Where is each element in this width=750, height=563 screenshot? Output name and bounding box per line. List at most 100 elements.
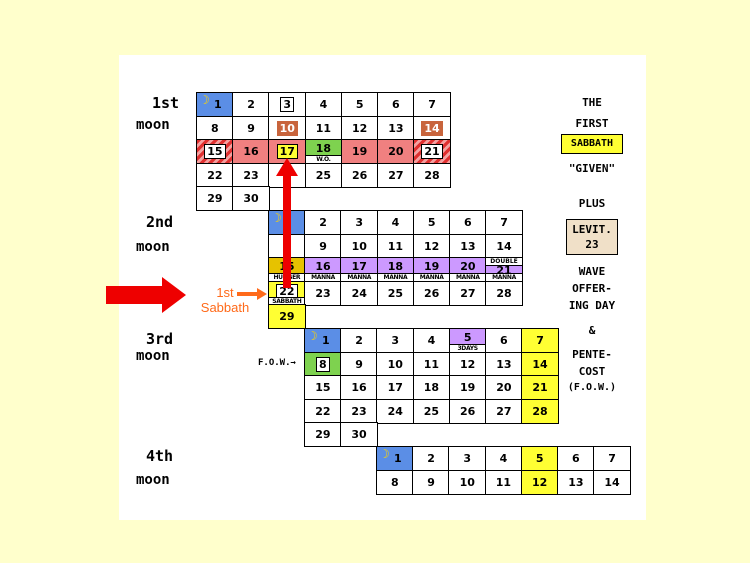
legend-fow: (F.O.W.): [567, 382, 617, 393]
crescent-moon-icon: ☽: [271, 211, 282, 225]
day-number: 8: [391, 475, 399, 489]
day-number: 7: [428, 98, 436, 112]
moon4-day-5: 5: [520, 446, 559, 472]
moon2-day-9: 9: [304, 233, 342, 259]
crescent-moon-icon: ☽: [199, 93, 210, 107]
moon3-day-18: 18: [412, 375, 451, 401]
day-number: 13: [388, 121, 404, 135]
moon1-day-2: 2: [232, 92, 270, 118]
moon3-day-4: 4: [412, 328, 451, 354]
moon2-day-28: 28: [485, 280, 523, 306]
day-number: 16: [243, 145, 259, 159]
day-number: 10: [276, 120, 298, 136]
day-number: 3: [280, 97, 295, 113]
day-number: 30: [243, 192, 259, 206]
day-number: 11: [495, 475, 512, 489]
day-number: 22: [207, 168, 223, 182]
moon3-day-11: 11: [412, 351, 451, 377]
day-number: 18: [423, 381, 440, 395]
legend-pente: PENTE-: [572, 348, 612, 361]
day-number: 12: [531, 475, 548, 489]
day-number: 8: [211, 121, 219, 135]
moon4-label: 4th: [146, 447, 174, 465]
moon4-day-10: 10: [448, 469, 487, 495]
moon3-day-2: 2: [340, 328, 378, 354]
moon2-day-5: 5: [412, 210, 451, 236]
day-number: 27: [496, 404, 512, 418]
moon1-day-9: 9: [232, 115, 270, 141]
moon1-day-29: 29: [196, 186, 234, 212]
moon3-day-27: 27: [485, 398, 523, 424]
moon3-day-1: 1☽: [304, 328, 342, 354]
day-number: 24: [387, 404, 403, 418]
moon2-label: 2nd: [146, 213, 174, 231]
day-annotation: MANNA: [341, 273, 378, 282]
day-number: 20: [460, 260, 476, 274]
moon2-day-14: 14: [485, 233, 523, 259]
legend-ingday: ING DAY: [568, 299, 616, 312]
moon1-day-21: 21: [413, 139, 451, 165]
moon3-day-29: 29: [304, 422, 342, 448]
moon4-day-1: 1☽: [376, 446, 414, 472]
moon1-day-11: 11: [304, 115, 343, 141]
moon3-day-17: 17: [376, 375, 415, 401]
day-number: 28: [532, 404, 548, 418]
day-annotation: MANNA: [305, 273, 341, 282]
moon4-day-13: 13: [557, 469, 595, 495]
day-number: 28: [496, 286, 512, 300]
day-annotation: W.O.: [305, 155, 342, 164]
moon2-day-27: 27: [449, 280, 487, 306]
day-number: 23: [315, 286, 331, 300]
moon1-day-13: 13: [377, 115, 415, 141]
day-number: 30: [351, 428, 367, 442]
day-number: 4: [427, 334, 436, 348]
day-number: 26: [351, 168, 368, 182]
moon2-word: moon: [136, 239, 170, 255]
vertical-arrow-icon: [276, 158, 298, 288]
day-number: 14: [496, 239, 512, 253]
legend-the: THE: [582, 96, 602, 109]
day-number: 14: [532, 357, 548, 371]
moon1-day-3: 3: [268, 92, 307, 118]
moon1-day-16: 16: [232, 139, 270, 165]
day-number: 11: [387, 239, 404, 253]
moon2-day-11: 11: [376, 233, 415, 259]
moon1-day-19: 19: [340, 139, 379, 165]
day-number: 20: [496, 381, 512, 395]
day-number: 3: [391, 334, 400, 348]
day-number: 19: [351, 145, 368, 159]
crescent-moon-icon: ☽: [307, 329, 318, 343]
moon4-day-3: 3: [448, 446, 487, 472]
moon3-day-20: 20: [485, 375, 523, 401]
day-number: 10: [387, 357, 403, 371]
day-number: 15: [204, 144, 226, 160]
moon3-day-16: 16: [340, 375, 378, 401]
moon3-day-7: 7: [521, 328, 559, 354]
moon2-day-23: 23: [304, 280, 342, 306]
day-number: 13: [460, 239, 476, 253]
day-number: 21: [421, 144, 443, 160]
moon2-day-29: 29: [268, 304, 306, 330]
moon1-day-28: 28: [413, 162, 451, 188]
moon1-day-5: 5: [340, 92, 379, 118]
day-number: 9: [355, 357, 363, 371]
moon4-day-8: 8: [376, 469, 414, 495]
moon3-day-14: 14: [521, 351, 559, 377]
moon4-day-7: 7: [593, 446, 631, 472]
moon3-day-23: 23: [340, 398, 378, 424]
day-number: 9: [247, 121, 255, 135]
day-number: 25: [315, 168, 332, 182]
day-number: 26: [423, 286, 440, 300]
day-number: 1: [322, 334, 330, 348]
day-number: 2: [319, 216, 327, 230]
moon3-day-3: 3: [376, 328, 415, 354]
legend-wave: WAVE: [578, 265, 606, 278]
legend-levit-box: LEVIT. 23: [566, 219, 618, 255]
day-number: 12: [351, 121, 368, 135]
moon3-label: 3rd: [146, 330, 174, 348]
day-number: 29: [207, 192, 223, 206]
first-sabbath-annotation: 1st Sabbath: [190, 285, 260, 315]
legend-given: "GIVEN": [568, 162, 616, 175]
